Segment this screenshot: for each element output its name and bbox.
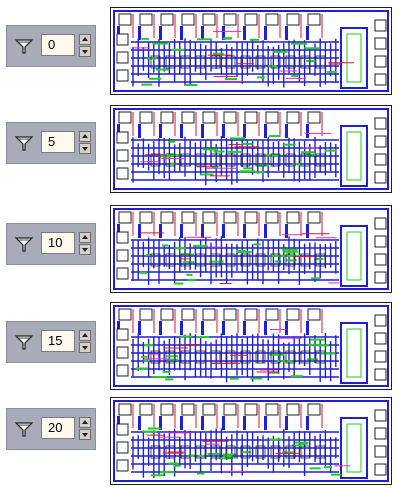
funnel-icon [13,418,35,440]
increment-button[interactable] [79,232,91,243]
layout-drawing [113,108,389,190]
layout-drawing [113,305,389,387]
panel-row: 20 [0,390,400,486]
level-control: 20 [6,408,96,450]
chip-layout-view [110,397,392,485]
panel-row: 15 [0,292,400,390]
layout-drawing [113,208,389,290]
increment-button[interactable] [79,34,91,45]
chip-layout-view [110,205,392,293]
funnel-icon [13,331,35,353]
level-value-field[interactable]: 15 [41,330,75,352]
decrement-button[interactable] [79,342,91,353]
increment-button[interactable] [79,330,91,341]
funnel-icon [13,233,35,255]
level-value-field[interactable]: 10 [41,232,75,254]
funnel-icon [13,132,35,154]
level-control: 5 [6,122,96,164]
decrement-button[interactable] [79,244,91,255]
layout-drawing [113,400,389,482]
level-control: 15 [6,321,96,363]
level-control: 0 [6,25,96,67]
decrement-button[interactable] [79,143,91,154]
panel-row: 10 [0,195,400,293]
level-control: 10 [6,223,96,265]
decrement-button[interactable] [79,429,91,440]
increment-button[interactable] [79,417,91,428]
layout-drawing [113,10,389,92]
chip-layout-view [110,105,392,193]
panel-row: 0 [0,0,400,96]
panel-row: 5 [0,97,400,193]
chip-layout-view [110,7,392,95]
level-value-field[interactable]: 5 [41,131,75,153]
level-value-field[interactable]: 20 [41,417,75,439]
funnel-icon [13,35,35,57]
decrement-button[interactable] [79,46,91,57]
increment-button[interactable] [79,131,91,142]
level-value-field[interactable]: 0 [41,34,75,56]
chip-layout-view [110,302,392,390]
